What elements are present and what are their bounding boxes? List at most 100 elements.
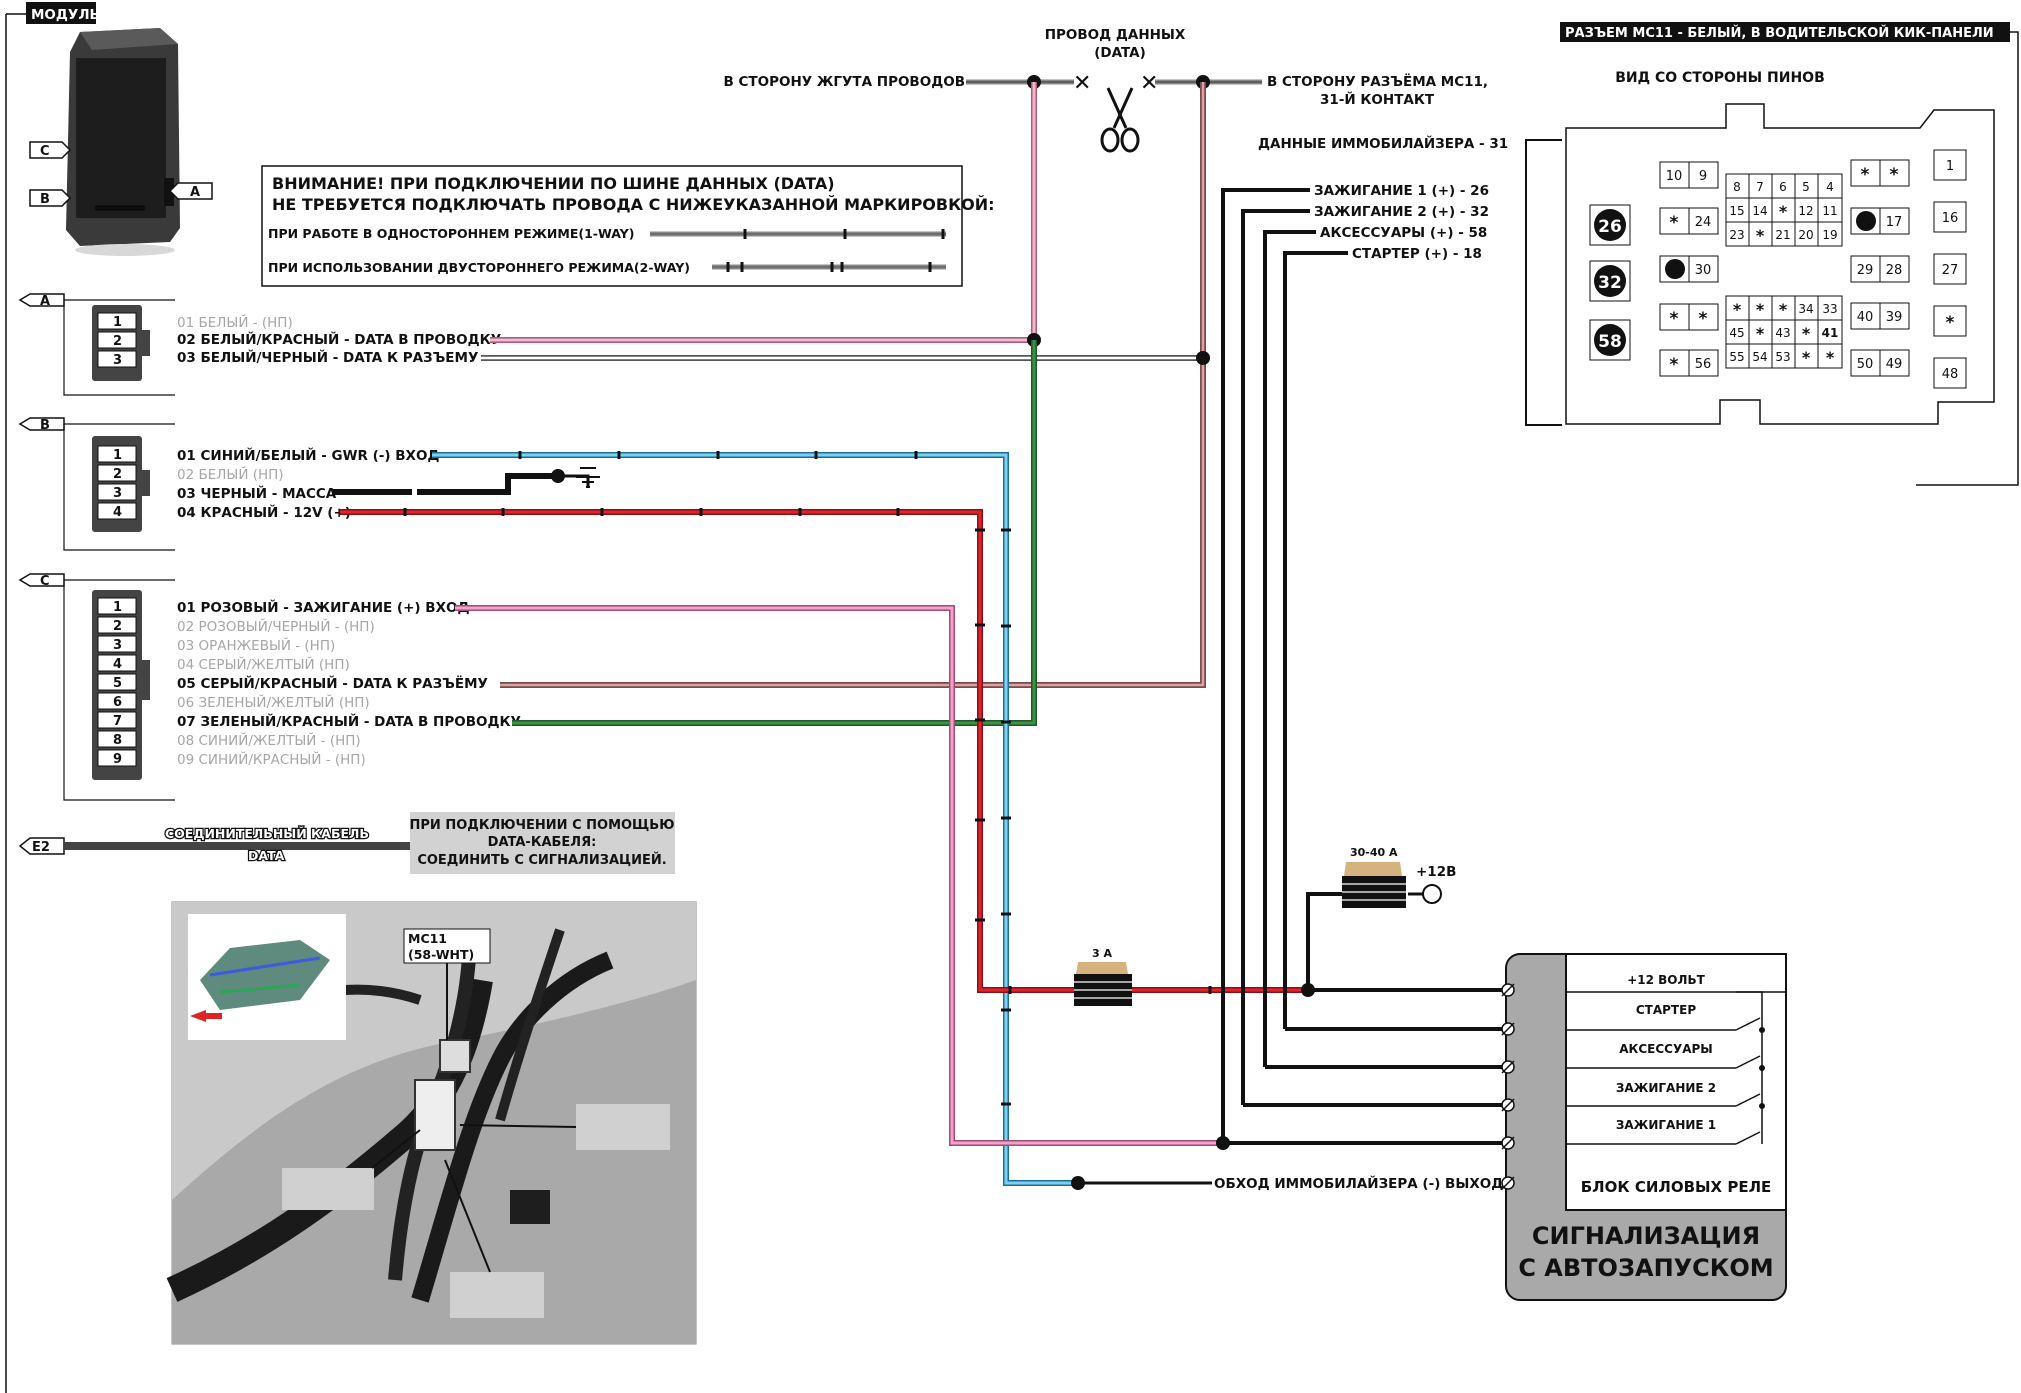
svg-text:*: * — [1946, 313, 1955, 333]
c-wire-4: 04 СЕРЫЙ/ЖЕЛТЫЙ (НП) — [177, 655, 350, 673]
c-wire-7: 07 ЗЕЛЕНЫЙ/КРАСНЫЙ - DATA В ПРОВОДКУ — [177, 713, 521, 730]
svg-text:56: 56 — [1695, 357, 1712, 372]
svg-text:30-40 А: 30-40 А — [1350, 846, 1398, 859]
mc11-pin-pairs-left: 10 9 * 24 31 30 * * * 56 — [1659, 161, 1719, 377]
svg-text:*: * — [1861, 165, 1870, 185]
svg-text:3 А: 3 А — [1092, 947, 1112, 960]
a-wire-3: 03 БЕЛЫЙ/ЧЕРНЫЙ - DATA К РАЗЪЕМУ — [177, 349, 478, 366]
svg-text:1: 1 — [113, 315, 122, 330]
a-wire-2: 02 БЕЛЫЙ/КРАСНЫЙ - DATA В ПРОВОДКУ — [177, 331, 501, 348]
c-wire-3: 03 ОРАНЖЕВЫЙ - (НП) — [177, 636, 335, 654]
svg-text:15: 15 — [1729, 204, 1744, 218]
data-wire-title-1: ПРОВОД ДАННЫХ — [1045, 27, 1186, 43]
svg-text:34: 34 — [1798, 302, 1813, 316]
svg-text:3: 3 — [113, 353, 122, 368]
car-wire-ign2: ЗАЖИГАНИЕ 2 (+) - 32 — [1314, 204, 1489, 220]
installation-photo: MC11 (58-WHT) — [166, 901, 697, 1345]
ground-icon — [576, 467, 600, 488]
mc11-pin-pairs-right: * * 18 17 29 28 40 39 50 49 — [1850, 159, 1910, 377]
svg-text:3: 3 — [113, 638, 122, 653]
c-wire-1: 01 РОЗОВЫЙ - ЗАЖИГАНИЕ (+) ВХОД — [177, 599, 470, 616]
svg-text:1: 1 — [113, 448, 122, 463]
svg-text:*: * — [1802, 324, 1811, 343]
svg-text:9: 9 — [113, 752, 122, 767]
immo-bypass-label: ОБХОД ИММОБИЛАЙЗЕРА (-) ВЫХОД — [1214, 1175, 1503, 1192]
mc11-title: РАЗЪЕМ МС11 - БЕЛЫЙ, В ВОДИТЕЛЬСКОЙ КИК-… — [1565, 25, 1994, 41]
fuse-small: 3 А — [1074, 947, 1132, 1006]
connector-c: C 1 2 3 4 5 6 7 8 9 01 РОЗОВЫЙ - ЗАЖИГАН… — [18, 573, 521, 801]
svg-text:*: * — [1756, 324, 1765, 343]
warning-line-1: ВНИМАНИЕ! ПРИ ПОДКЛЮЧЕНИИ ПО ШИНЕ ДАННЫХ… — [272, 174, 835, 193]
immo-data-label: ДАННЫЕ ИММОБИЛАЙЗЕРА - 31 — [1258, 135, 1508, 152]
c-wire-2: 02 РОЗОВЫЙ/ЧЕРНЫЙ - (НП) — [177, 617, 375, 635]
b-wire-1: 01 СИНИЙ/БЕЛЫЙ - GWR (-) ВХОД — [177, 447, 439, 464]
svg-text:50: 50 — [1857, 357, 1874, 372]
connector-a: A 1 2 3 01 БЕЛЫЙ - (НП) 02 БЕЛЫЙ/КРАСНЫЙ… — [18, 293, 501, 396]
relay-block-title: БЛОК СИЛОВЫХ РЕЛЕ — [1581, 1178, 1772, 1196]
svg-text:1: 1 — [113, 600, 122, 615]
c-pin-cells — [97, 597, 137, 767]
svg-text:3: 3 — [113, 486, 122, 501]
c-wire-6: 06 ЗЕЛЕНЫЙ/ЖЕЛТЫЙ (НП) — [177, 693, 370, 711]
svg-text:24: 24 — [1695, 215, 1712, 230]
car-wire-acc: АКСЕССУАРЫ (+) - 58 — [1320, 225, 1487, 241]
svg-text:8: 8 — [1733, 180, 1741, 194]
c-wire-8: 08 СИНИЙ/ЖЕЛТЫЙ - (НП) — [177, 731, 361, 749]
svg-text:54: 54 — [1752, 350, 1767, 364]
svg-text:41: 41 — [1822, 326, 1839, 340]
relay-row-starter: СТАРТЕР — [1636, 1003, 1696, 1017]
svg-text:26: 26 — [1598, 217, 1622, 237]
data-wire-title-2: (DATA) — [1094, 45, 1146, 61]
svg-text:12: 12 — [1798, 204, 1813, 218]
svg-text:53: 53 — [1775, 350, 1790, 364]
e2-cable: E2 СОЕДИНИТЕЛЬНЫЙ КАБЕЛЬ DATA ПРИ ПОДКЛЮ… — [18, 812, 675, 874]
two-way-label: ПРИ ИСПОЛЬЗОВАНИИ ДВУСТОРОННЕГО РЕЖИМА(2… — [268, 260, 690, 275]
b-wire-2: 02 БЕЛЫЙ (НП) — [177, 465, 284, 483]
svg-text:10: 10 — [1666, 169, 1683, 184]
svg-text:B: B — [40, 418, 50, 433]
svg-text:39: 39 — [1886, 310, 1903, 325]
svg-text:*: * — [1670, 213, 1679, 233]
svg-text:14: 14 — [1752, 204, 1767, 218]
module-tag-a: A — [168, 182, 213, 200]
svg-text:*: * — [1756, 300, 1765, 319]
warning-line-2: НЕ ТРЕБУЕТСЯ ПОДКЛЮЧАТЬ ПРОВОДА С НИЖЕУК… — [272, 195, 995, 214]
alarm-unit: +12 ВОЛЬТ СТАРТЕР АКСЕССУАРЫ ЗАЖИГАНИЕ 2… — [1501, 953, 1787, 1301]
svg-text:32: 32 — [1598, 273, 1622, 293]
photo-callout-1: MC11 — [408, 931, 447, 946]
svg-text:C: C — [40, 574, 50, 589]
svg-text:8: 8 — [113, 733, 122, 748]
c-wire-5: 05 СЕРЫЙ/КРАСНЫЙ - DATA К РАЗЪЁМУ — [177, 675, 488, 692]
mc11-subtitle: ВИД СО СТОРОНЫ ПИНОВ — [1615, 70, 1825, 86]
scissors-icon — [1100, 87, 1140, 153]
relay-row-ign2: ЗАЖИГАНИЕ 2 — [1616, 1081, 1716, 1095]
module-frame: МОДУЛЬ — [5, 2, 100, 1393]
svg-text:2: 2 — [113, 334, 122, 349]
svg-text:1: 1 — [1946, 159, 1954, 174]
svg-text:30: 30 — [1695, 263, 1712, 278]
svg-text:7: 7 — [1756, 180, 1764, 194]
mc11-center-bottom: * * * 34 33 45 * 43 * 41 55 54 53 * * — [1725, 295, 1843, 369]
cut-mark-left-icon: ✕ — [1073, 71, 1091, 96]
car-wire-labels: ЗАЖИГАНИЕ 1 (+) - 26 ЗАЖИГАНИЕ 2 (+) - 3… — [1314, 183, 1489, 262]
svg-text:6: 6 — [1779, 180, 1787, 194]
module-label: МОДУЛЬ — [31, 7, 100, 23]
photo-callout-2: (58-WHT) — [408, 947, 474, 962]
fuse-main: 30-40 А +12В — [1342, 846, 1456, 908]
e2-cable-label-1: СОЕДИНИТЕЛЬНЫЙ КАБЕЛЬ — [165, 826, 369, 841]
svg-text:29: 29 — [1857, 263, 1874, 278]
svg-text:2: 2 — [113, 467, 122, 482]
svg-text:*: * — [1733, 300, 1742, 319]
svg-text:*: * — [1779, 300, 1788, 319]
module-tag-b: B — [29, 189, 72, 207]
cut-mark-right-icon: ✕ — [1140, 71, 1158, 96]
data-wire-right-label-2: 31-Й КОНТАКТ — [1320, 91, 1435, 108]
svg-text:31: 31 — [1667, 264, 1682, 277]
data-wire-right-label-1: В СТОРОНУ РАЗЪЁМА МС11, — [1267, 73, 1488, 90]
car-wire-starter: СТАРТЕР (+) - 18 — [1352, 246, 1482, 262]
svg-text:*: * — [1779, 202, 1788, 221]
power-label: +12В — [1416, 864, 1456, 880]
data-wire-left-label: В СТОРОНУ ЖГУТА ПРОВОДОВ — [724, 74, 965, 90]
relay-row-acc: АКСЕССУАРЫ — [1619, 1042, 1712, 1056]
